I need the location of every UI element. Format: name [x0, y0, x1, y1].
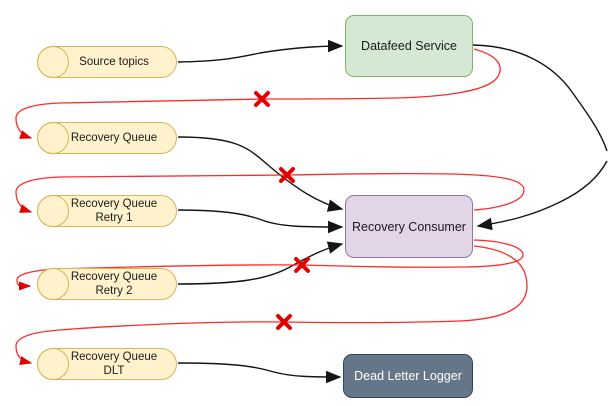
- queue-cylinder-cap-icon: [37, 195, 69, 227]
- node-recovery-queue: Recovery Queue: [37, 122, 177, 154]
- node-dead-letter-logger: Dead Letter Logger: [343, 354, 473, 398]
- queue-cylinder-cap-icon: [37, 348, 69, 380]
- node-label: Source topics: [79, 55, 149, 68]
- node-label: Recovery Queue: [70, 131, 158, 144]
- queue-cylinder-cap-icon: [37, 268, 69, 300]
- node-label-line2: Retry 1: [95, 212, 133, 224]
- queue-cylinder-cap-icon: [37, 122, 69, 154]
- edge-retry2-to-consumer: [177, 241, 344, 285]
- edge-source-to-datafeed: [177, 39, 344, 63]
- failure-x-icon-1: [254, 91, 270, 107]
- edge-datafeed-to-offscreen: [472, 44, 608, 152]
- node-label: Recovery Consumer: [352, 219, 466, 234]
- node-label: Recovery Queue: [70, 350, 158, 363]
- node-label: Dead Letter Logger: [354, 369, 462, 383]
- node-label: Recovery Queue: [70, 270, 158, 283]
- failure-x-icon-4: [276, 314, 292, 330]
- edge-fail-consumer-to-dlt: [15, 245, 528, 366]
- failure-x-icon-2: [279, 167, 295, 183]
- node-recovery-queue-retry2: Recovery Queue Retry 2: [37, 268, 177, 300]
- queue-cylinder-cap-icon: [37, 46, 69, 78]
- node-recovery-queue-dlt: Recovery Queue DLT: [37, 348, 177, 380]
- node-datafeed-service: Datafeed Service: [345, 15, 473, 77]
- node-label: Recovery Queue: [70, 197, 158, 210]
- edge-retry1-to-consumer: [177, 209, 344, 234]
- node-source-topics: Source topics: [37, 46, 177, 78]
- node-label-line2: DLT: [103, 365, 125, 377]
- failure-x-icon-3: [294, 257, 310, 273]
- node-recovery-consumer: Recovery Consumer: [345, 195, 473, 258]
- edge-dlt-to-deadletterlogger: [177, 362, 342, 384]
- node-label-line2: Retry 2: [95, 285, 133, 297]
- edge-offscreen-to-consumer: [476, 160, 608, 231]
- edge-recoveryqueue-to-consumer: [177, 136, 344, 212]
- node-label: Datafeed Service: [361, 39, 457, 53]
- node-recovery-queue-retry1: Recovery Queue Retry 1: [37, 195, 177, 227]
